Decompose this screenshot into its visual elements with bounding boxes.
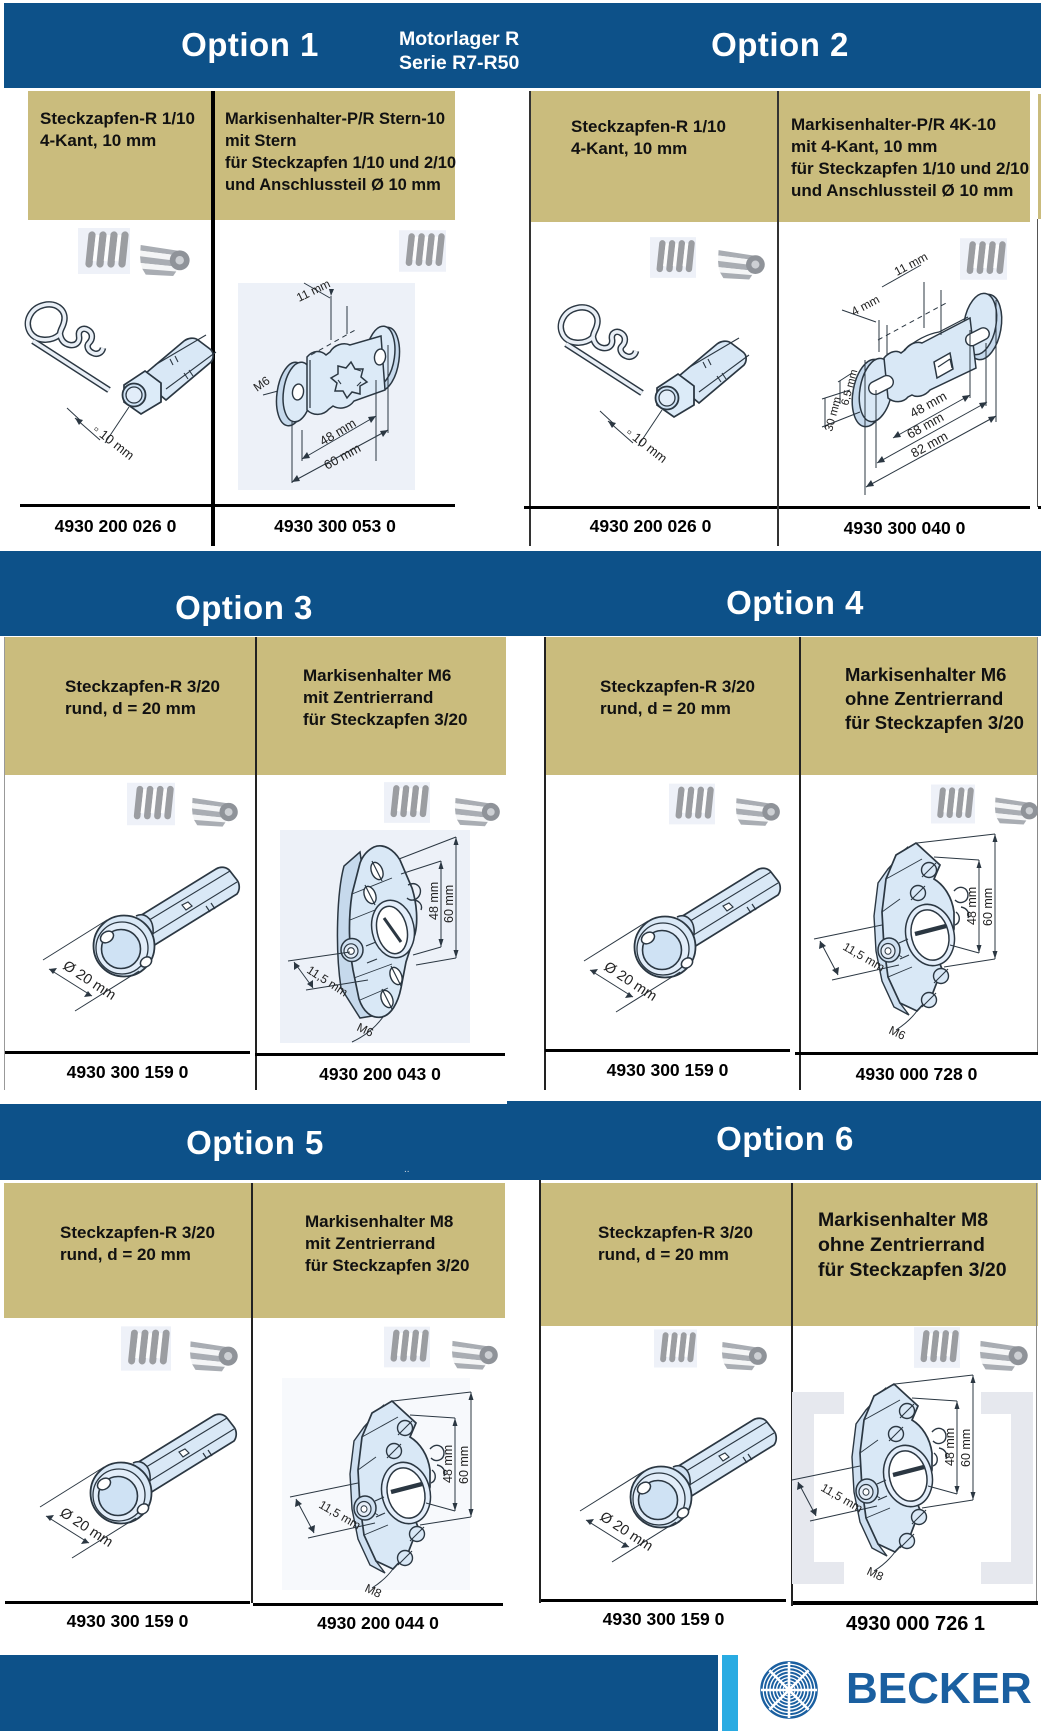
svg-text:M6: M6 — [887, 1023, 908, 1043]
svg-text:M6: M6 — [355, 1020, 376, 1040]
svg-text:M8: M8 — [865, 1564, 886, 1584]
svg-text:▫ 10 mm: ▫ 10 mm — [90, 422, 137, 463]
svg-text:11 mm: 11 mm — [892, 249, 930, 278]
svg-text:4 mm: 4 mm — [849, 292, 882, 318]
svg-text:M6: M6 — [251, 373, 273, 394]
svg-text:11 mm: 11 mm — [294, 280, 332, 305]
svg-text:M8: M8 — [363, 1581, 384, 1601]
